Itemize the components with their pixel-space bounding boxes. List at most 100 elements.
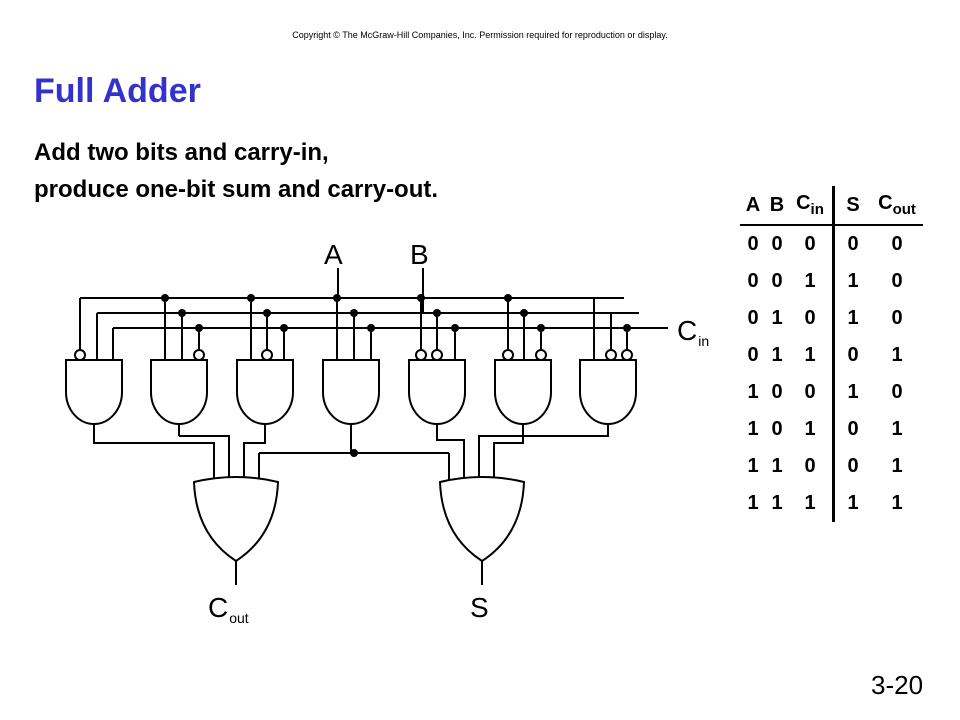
header-b: B	[766, 186, 788, 226]
table-cell: 1	[771, 492, 783, 514]
header-a: A	[740, 186, 766, 226]
header-s: S	[833, 186, 871, 226]
inverter-bubble	[605, 349, 617, 361]
cout-main: C	[208, 592, 228, 623]
junction-dot	[623, 324, 631, 332]
table-cell: 1	[771, 307, 783, 329]
table-cell: 0	[747, 233, 759, 255]
table-cell: 0	[847, 418, 859, 440]
cout-sub: out	[229, 610, 249, 626]
or-gate-cout	[192, 476, 280, 563]
table-cell: 1	[891, 418, 903, 440]
table-cell: 0	[747, 344, 759, 366]
copyright-notice: Copyright © The McGraw-Hill Companies, I…	[292, 30, 668, 40]
table-cell: 0	[891, 270, 903, 292]
table-cell: 0	[771, 233, 783, 255]
table-cell: 0	[788, 448, 835, 485]
table-cell: 0	[771, 418, 783, 440]
table-cell: 0	[847, 344, 859, 366]
slide-title: Full Adder	[34, 72, 201, 110]
inverter-bubble	[415, 349, 427, 361]
junction-dot	[504, 294, 512, 302]
output-cout-label: Cout	[208, 592, 249, 626]
truth-table-header-row: A B Cin S Cout	[740, 186, 923, 226]
header-cin: Cin	[788, 186, 835, 226]
inverter-bubble	[74, 349, 86, 361]
output-wires	[235, 561, 483, 585]
input-a-label: A	[324, 239, 343, 270]
and-gate-3	[236, 359, 294, 425]
junction-dot	[280, 324, 288, 332]
and-gate-7	[579, 359, 637, 425]
and-gate-6	[494, 359, 552, 425]
wire	[436, 424, 465, 483]
inverter-bubbles	[74, 349, 633, 361]
table-cell: 0	[771, 270, 783, 292]
table-cell: 1	[847, 270, 859, 292]
inverter-bubble	[535, 349, 547, 361]
and-output-wires	[93, 424, 609, 488]
output-s-label: S	[470, 592, 489, 623]
junction-dot	[417, 294, 425, 302]
table-cell: 1	[747, 418, 759, 440]
table-cell: 1	[788, 411, 835, 448]
junction-dot	[451, 324, 459, 332]
wire	[93, 424, 215, 488]
wire	[478, 424, 609, 483]
inverter-bubble	[193, 349, 205, 361]
table-cell: 0	[891, 233, 903, 255]
junction-dot	[433, 309, 441, 317]
table-cell: 1	[847, 381, 859, 403]
junction-dot	[350, 309, 358, 317]
junction-dot	[520, 309, 528, 317]
junction-dot	[247, 294, 255, 302]
table-cell: 0	[771, 381, 783, 403]
input-b-label: B	[410, 239, 429, 270]
table-cell: 0	[891, 307, 903, 329]
table-cell: 0	[747, 307, 759, 329]
wire	[179, 435, 230, 485]
table-cell: 1	[891, 492, 903, 514]
and-gates	[65, 359, 637, 425]
table-cell: 0	[788, 225, 835, 263]
slide-subtitle: Add two bits and carry-in, produce one-b…	[34, 134, 438, 208]
table-cell: 1	[788, 263, 835, 300]
junction-dot	[195, 324, 203, 332]
table-cell: 0	[747, 270, 759, 292]
table-cell: 1	[747, 381, 759, 403]
inverter-bubble	[621, 349, 633, 361]
table-cell: 1	[847, 492, 859, 514]
junction-dot	[367, 324, 375, 332]
table-cell: 0	[891, 381, 903, 403]
subtitle-line-1: Add two bits and carry-in,	[34, 139, 329, 166]
input-drops	[79, 298, 628, 360]
junction-dot	[263, 309, 271, 317]
cin-sub: in	[698, 333, 709, 349]
table-cell: 1	[771, 344, 783, 366]
header-cout: Cout	[871, 186, 923, 226]
subtitle-line-2: produce one-bit sum and carry-out.	[34, 176, 439, 203]
table-cell: 0	[847, 455, 859, 477]
page-number: 3-20	[871, 670, 924, 700]
and-gate-4	[322, 359, 380, 425]
junction-dots	[161, 294, 631, 457]
inverter-bubble	[502, 349, 514, 361]
and-gate-5	[408, 359, 466, 425]
table-cell: 1	[747, 455, 759, 477]
table-cell: 0	[788, 374, 835, 411]
table-cell: 1	[891, 455, 903, 477]
junction-dot	[178, 309, 186, 317]
or-gate-sum	[438, 476, 526, 563]
inverter-bubble	[261, 349, 273, 361]
and-gate-1	[65, 359, 123, 425]
table-cell: 1	[788, 337, 835, 374]
